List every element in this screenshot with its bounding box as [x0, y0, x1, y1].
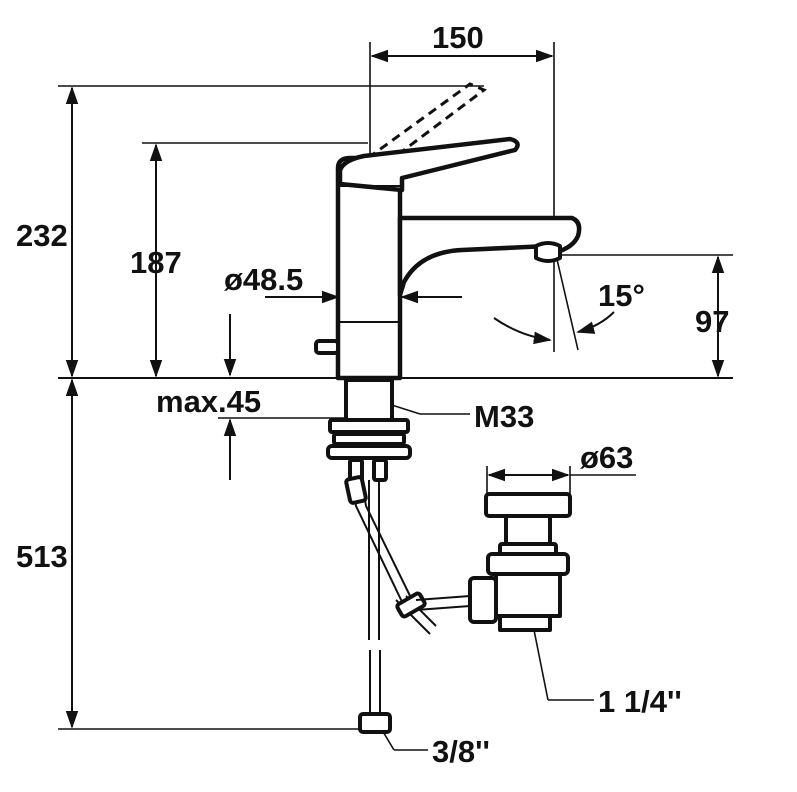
faucet-body	[314, 82, 582, 381]
label-angle: 15°	[598, 278, 645, 313]
label-spout-height: 97	[695, 304, 729, 339]
label-spout-reach: 150	[432, 20, 484, 55]
hose-connector	[358, 712, 392, 734]
label-thread: M33	[474, 399, 534, 434]
label-waste-diameter: ø63	[580, 440, 633, 475]
label-below-deck: 513	[16, 539, 68, 574]
dimension-below-deck: 513	[16, 378, 372, 730]
dimension-max-deck: max.45	[156, 314, 346, 480]
under-deck-fixing	[326, 378, 412, 482]
popup-linkage	[344, 475, 471, 635]
dimension-waste-diameter: ø63	[486, 440, 636, 496]
label-waste-thread: 1 1/4''	[598, 684, 682, 719]
label-hose-thread: 3/8''	[432, 734, 490, 769]
dimension-spout-height: 97	[548, 254, 733, 378]
waste-valve	[468, 492, 572, 632]
waste-body	[494, 572, 562, 618]
dimension-handle-height: 187	[130, 142, 368, 378]
callout-thread: M33	[375, 399, 534, 434]
dimension-total-height: 232	[16, 85, 484, 378]
lever-handle	[337, 136, 520, 193]
waste-linkage-nut	[468, 576, 498, 624]
label-total-height: 232	[16, 218, 68, 253]
popup-rod-knob	[314, 339, 340, 355]
threaded-shank	[344, 378, 394, 422]
fixing-plate	[328, 418, 410, 434]
waste-flange	[484, 492, 572, 518]
label-body-diameter: ø48.5	[224, 262, 303, 297]
label-max-deck: max.45	[156, 384, 261, 419]
dimension-spout-angle: 15°	[493, 254, 645, 351]
callout-waste-thread: 1 1/4''	[531, 619, 682, 719]
lever-open-position	[367, 82, 487, 164]
supply-hose	[358, 480, 392, 734]
label-handle-height: 187	[130, 245, 182, 280]
dimension-spout-reach: 150	[369, 20, 555, 352]
waste-nut	[486, 552, 570, 576]
callout-hose-thread: 3/8''	[381, 729, 490, 769]
dimension-body-diameter: ø48.5	[224, 262, 462, 304]
fixing-nut	[326, 444, 412, 460]
aerator	[534, 241, 562, 263]
